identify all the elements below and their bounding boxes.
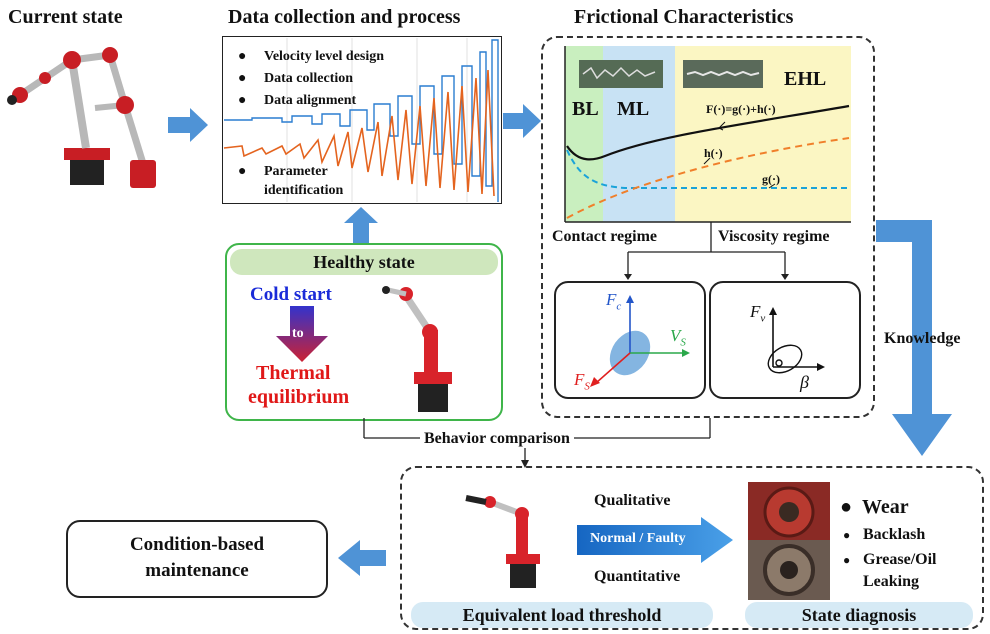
maintenance-line1: Condition-based	[129, 534, 265, 555]
fs-label: FS	[574, 370, 590, 393]
beta-label: β	[800, 372, 809, 392]
region-ehl-label: EHL	[784, 68, 827, 90]
knowledge-label: Knowledge	[884, 330, 961, 347]
eq-h-label: h(·)	[704, 146, 723, 160]
maintenance-line2: maintenance	[145, 560, 249, 581]
arrow-data-to-friction	[503, 104, 541, 138]
viscosity-regime-label: Viscosity regime	[718, 228, 830, 245]
maintenance-box: Condition-based maintenance	[66, 520, 328, 598]
healthy-robot-image	[382, 286, 452, 412]
to-label: to	[292, 326, 304, 341]
bullet-alignment: ●Data alignment	[238, 93, 357, 108]
bullet-parameter: ●Parameter	[238, 164, 328, 179]
diag-item-backlash: ●Backlash	[843, 526, 926, 543]
cold-start-label: Cold start	[250, 284, 332, 305]
bottom-dashed-box	[400, 466, 984, 630]
gear-wear-image	[748, 482, 830, 600]
bullet-collection: ●Data collection	[238, 71, 354, 86]
fv-label: Fv	[750, 302, 766, 325]
viscosity-regime-box	[709, 281, 861, 399]
friction-regime-plot	[564, 46, 851, 223]
knowledge-arrow	[876, 220, 952, 456]
frictional-dashed-box	[541, 36, 875, 418]
behavior-comparison-label: Behavior comparison	[420, 430, 574, 448]
normal-faulty-arrow	[577, 517, 733, 563]
data-bullet-list: ●Velocity level design ●Data collection …	[238, 49, 384, 115]
bullet-identification: identification	[264, 183, 344, 198]
arrow-current-to-data	[168, 108, 208, 142]
current-state-robot-image	[7, 47, 156, 188]
arrow-to-maintenance	[338, 540, 386, 576]
current-state-title: Current state	[8, 6, 123, 28]
viscosity-axes-diagram	[767, 307, 825, 374]
data-signal-plot	[223, 38, 499, 202]
diag-item-wear: ●Wear	[840, 496, 909, 518]
fc-label: Fc	[606, 290, 622, 313]
contact-regime-label: Contact regime	[552, 228, 657, 245]
data-collection-title: Data collection and process	[228, 6, 461, 28]
quantitative-label: Quantitative	[594, 568, 681, 585]
healthy-state-header: Healthy state	[230, 249, 498, 275]
regime-connector-lines	[624, 222, 789, 280]
arrow-healthy-to-data	[344, 207, 378, 243]
equivalent-load-label-box: Equivalent load threshold	[411, 602, 713, 628]
normal-faulty-label: Normal / Faulty	[590, 531, 686, 546]
equilibrium-label: equilibrium	[248, 386, 350, 408]
cold-to-thermal-arrow	[276, 306, 328, 362]
state-diagnosis-label-box: State diagnosis	[745, 602, 973, 628]
vs-label: VS	[670, 326, 686, 349]
bullet-velocity: ●Velocity level design	[238, 49, 385, 64]
region-bl-label: BL	[572, 98, 599, 120]
frictional-title: Frictional Characteristics	[574, 6, 794, 28]
region-ml-label: ML	[617, 98, 650, 120]
diag-item-grease: ●Grease/Oil	[843, 551, 937, 568]
eq-g-label: g(·)	[762, 172, 780, 186]
load-test-robot-image	[465, 495, 540, 588]
diag-item-leaking: Leaking	[863, 573, 920, 590]
contact-axes-diagram	[590, 295, 690, 387]
eq-total-label: F(·)=g(·)+h(·)	[706, 102, 776, 116]
qualitative-label: Qualitative	[594, 492, 671, 509]
thermal-label: Thermal	[256, 362, 331, 384]
